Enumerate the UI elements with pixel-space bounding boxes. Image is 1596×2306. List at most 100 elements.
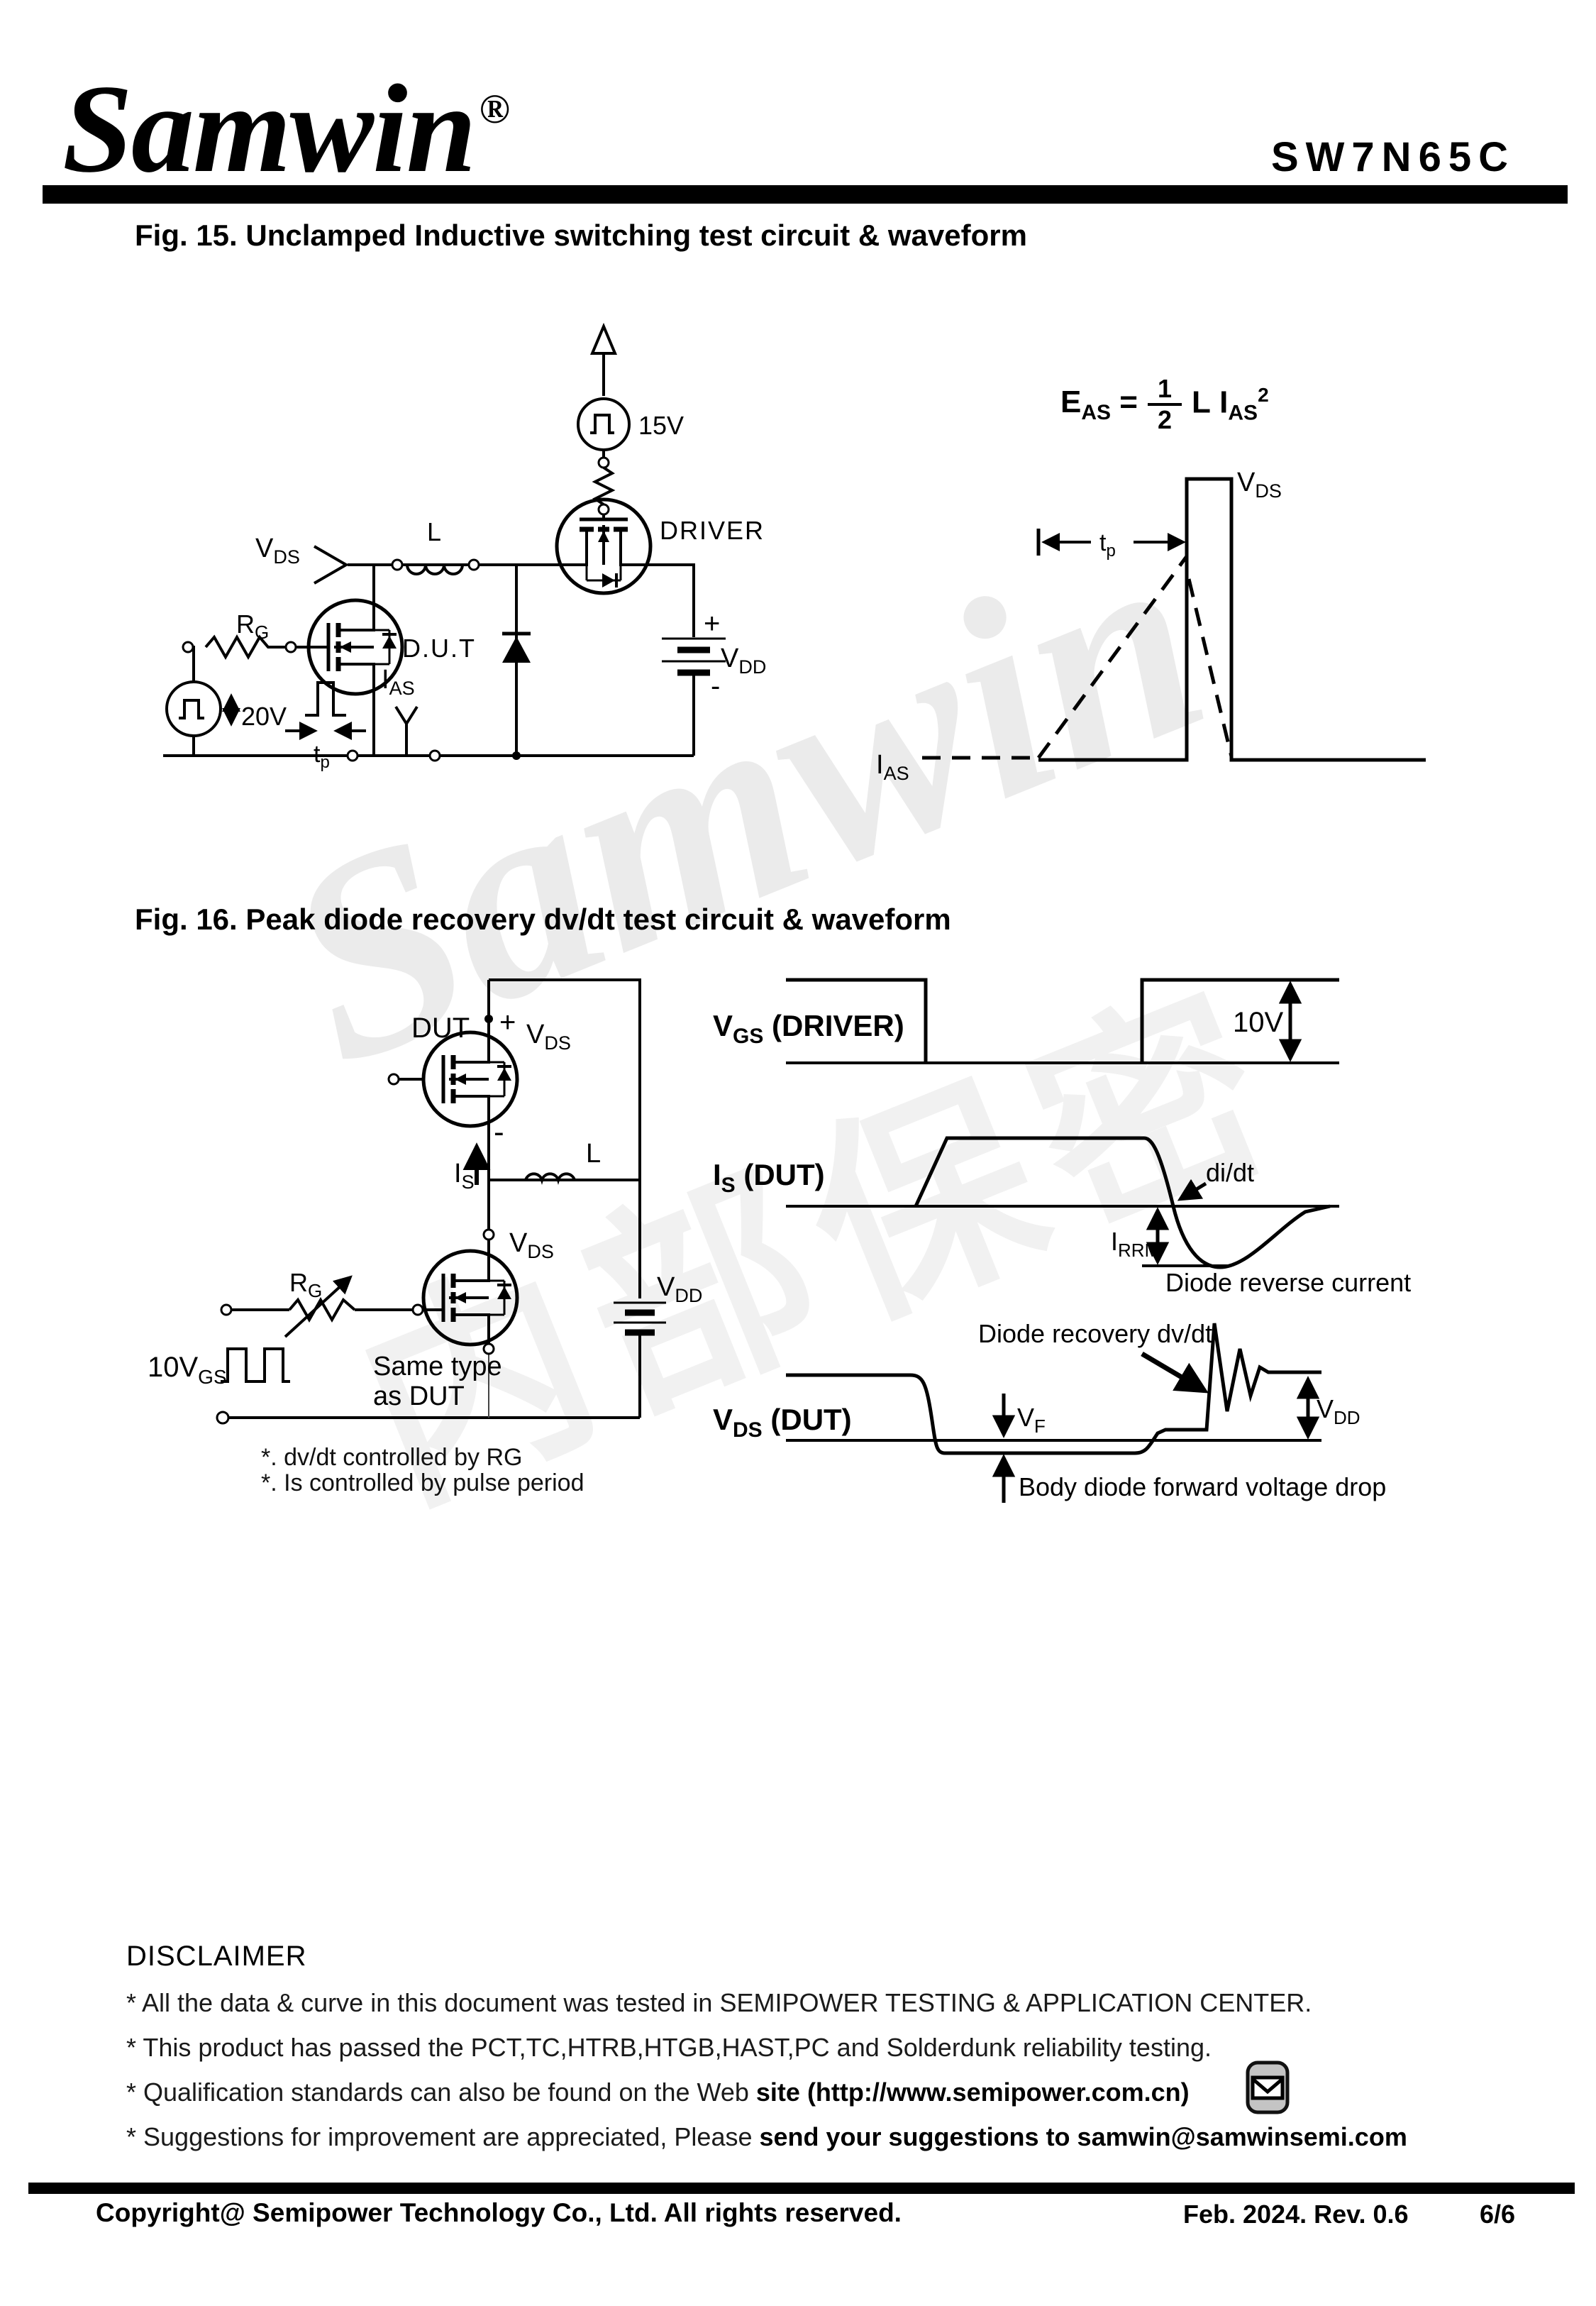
formula-li2: L IAS2 bbox=[1192, 383, 1269, 425]
ias-probe bbox=[394, 705, 419, 756]
email-icon[interactable] bbox=[1245, 2060, 1290, 2115]
label-same-type-1: Same type bbox=[373, 1352, 502, 1381]
note-line: *. Is controlled by pulse period bbox=[261, 1469, 584, 1496]
node bbox=[220, 1303, 233, 1316]
label-ias-axis: IAS bbox=[876, 750, 909, 784]
label-dut: D.U.T bbox=[402, 634, 476, 663]
dut-mosfet: D.U.T bbox=[306, 598, 476, 696]
vdd-battery16: VDD bbox=[614, 1272, 702, 1336]
note-line: *. dv/dt controlled by RG bbox=[261, 1444, 523, 1471]
footer-copyright: Copyright@ Semipower Technology Co., Ltd… bbox=[96, 2198, 902, 2227]
node bbox=[482, 1342, 495, 1355]
label-vf: VF bbox=[1017, 1403, 1046, 1437]
node bbox=[346, 749, 359, 762]
junction bbox=[484, 1015, 493, 1023]
node bbox=[411, 1303, 424, 1316]
footer-page-number: 6/6 bbox=[1480, 2200, 1516, 2229]
variable-arrow bbox=[284, 1275, 353, 1338]
website-link[interactable]: site (http://www.semipower.com.cn) bbox=[755, 2078, 1190, 2107]
inductor16: L bbox=[524, 1139, 601, 1185]
vds-trace16 bbox=[786, 1323, 1321, 1455]
supply-arrow-icon bbox=[589, 322, 618, 355]
disclaimer-line: * Suggestions for improvement are apprec… bbox=[126, 2122, 1531, 2152]
label-vds-wave: VDS bbox=[1237, 468, 1282, 502]
driver-mosfet: DRIVER bbox=[555, 497, 763, 595]
disclaimer-line: * Qualification standards can also be fo… bbox=[126, 2078, 1531, 2107]
fig16-title: Fig. 16. Peak diode recovery dv/dt test … bbox=[135, 903, 951, 936]
label-vds-top: VDS bbox=[526, 1020, 571, 1054]
tp-pulse-glyph: tp bbox=[285, 681, 366, 772]
pulse-source-20v: 20V bbox=[165, 680, 287, 737]
junction bbox=[512, 751, 521, 760]
label-vds-lower: VDS bbox=[509, 1228, 554, 1262]
node bbox=[597, 503, 610, 516]
disclaimer-heading: DISCLAIMER bbox=[126, 1941, 307, 1972]
plus-sign: + bbox=[704, 608, 720, 639]
vds-trace bbox=[1038, 477, 1426, 762]
gate-pulse-glyph bbox=[221, 1347, 290, 1383]
fig16-notes: *. dv/dt controlled by RG *. Is controll… bbox=[261, 1445, 584, 1496]
footer-rule bbox=[28, 2183, 1575, 2194]
driver16-mosfet bbox=[421, 1249, 519, 1347]
vds-probe-arrow-icon bbox=[313, 545, 349, 585]
resistor-rg16 bbox=[288, 1296, 356, 1323]
label-is: IS bbox=[454, 1159, 475, 1193]
ias-dashed-trace bbox=[922, 555, 1234, 760]
diode bbox=[502, 631, 531, 663]
fig15-circuit-diagram: 15V DRIVER VDS bbox=[163, 322, 766, 772]
label-same-type-2: as DUT bbox=[373, 1381, 465, 1411]
label-vds: VDS bbox=[255, 534, 300, 568]
fig16-circuit-diagram: DUT + VDS - IS L VDS bbox=[148, 978, 702, 1425]
label-vds-dut: VDS (DUT) bbox=[713, 1403, 852, 1442]
minus-sign: - bbox=[711, 671, 720, 702]
label-body-diode: Body diode forward voltage drop bbox=[1019, 1472, 1386, 1501]
node bbox=[216, 1411, 230, 1425]
dut16-mosfet bbox=[387, 1030, 519, 1128]
vgs-trace bbox=[786, 978, 1339, 1063]
node bbox=[597, 456, 610, 469]
fig15-waveform: IAS VDS tp bbox=[876, 468, 1426, 784]
disclaimer-line: * All the data & curve in this document … bbox=[126, 1988, 1531, 2018]
diode-recovery-arrow bbox=[1141, 1351, 1209, 1394]
brand-logo-text: Samwin bbox=[62, 58, 477, 199]
label-rg16: RG bbox=[289, 1268, 322, 1301]
label-rg: RG bbox=[236, 609, 269, 643]
label-20v: 20V bbox=[241, 702, 287, 731]
label-ias: IAS bbox=[382, 665, 415, 699]
inductor: L bbox=[391, 517, 480, 575]
label-didt: di/dt bbox=[1206, 1158, 1254, 1187]
label-diode-recovery: Diode recovery dv/dt bbox=[978, 1319, 1212, 1348]
fig15-title: Fig. 15. Unclamped Inductive switching t… bbox=[135, 219, 1027, 252]
formula-e: EAS = bbox=[1060, 384, 1138, 424]
label-10vgs: 10VGS bbox=[148, 1352, 227, 1388]
wire bbox=[223, 978, 641, 1419]
label-15v: 15V bbox=[638, 411, 684, 440]
disclaimer-section: DISCLAIMER * All the data & curve in thi… bbox=[126, 1941, 1531, 2167]
label-dut16: DUT bbox=[411, 1013, 470, 1044]
brand-logo: Samwin® bbox=[62, 65, 510, 192]
label-tp-wave: tp bbox=[1099, 529, 1116, 561]
disclaimer-text: * Suggestions for improvement are apprec… bbox=[126, 2122, 760, 2151]
label-vgs-driver: VGS (DRIVER) bbox=[713, 1009, 904, 1048]
label-vdd16: VDD bbox=[657, 1272, 702, 1306]
email-link[interactable]: send your suggestions to samwin@samwinse… bbox=[759, 2122, 1407, 2151]
pulse-source-15v: 15V bbox=[577, 397, 684, 451]
label-l: L bbox=[427, 517, 441, 546]
disclaimer-line: * This product has passed the PCT,TC,HTR… bbox=[126, 2033, 1531, 2063]
didt-arrow bbox=[1177, 1179, 1207, 1201]
node bbox=[182, 641, 194, 653]
label-tp: tp bbox=[314, 741, 330, 772]
part-number: SW7N65C bbox=[1271, 134, 1515, 180]
label-diode-reverse: Diode reverse current bbox=[1165, 1268, 1411, 1297]
plus-sign: + bbox=[499, 1007, 516, 1038]
label-is-dut: IS (DUT) bbox=[713, 1158, 825, 1197]
registered-mark: ® bbox=[479, 85, 510, 132]
resistor-rg bbox=[204, 634, 273, 661]
is-trace bbox=[914, 1136, 1331, 1269]
minus-sign: - bbox=[494, 1115, 504, 1149]
label-10v: 10V bbox=[1233, 1007, 1283, 1038]
node bbox=[482, 1228, 495, 1241]
